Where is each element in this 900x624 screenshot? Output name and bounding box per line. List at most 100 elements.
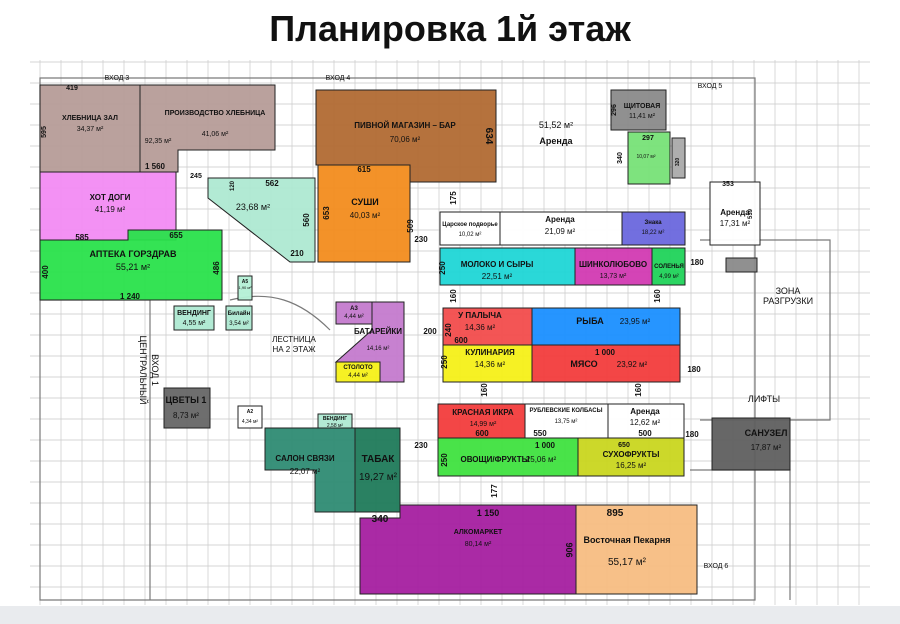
bottom-strip bbox=[0, 606, 900, 624]
room-name: Аренда bbox=[720, 208, 750, 217]
dimension-label: 895 bbox=[607, 508, 624, 519]
room-area: 14,36 м² bbox=[465, 323, 496, 332]
room-tabak bbox=[354, 427, 401, 513]
label-unload2: РАЗГРУЗКИ bbox=[763, 296, 813, 306]
room-name: Царское подворье bbox=[442, 222, 498, 228]
room-wc bbox=[711, 417, 791, 471]
dimension-label: 1 000 bbox=[595, 348, 616, 357]
dimension-label: 600 bbox=[475, 429, 489, 438]
room-fish bbox=[531, 307, 681, 346]
dimension-label: 340 bbox=[372, 514, 389, 525]
room-area: 41,06 м² bbox=[202, 131, 229, 138]
room-area: 55,17 м² bbox=[608, 557, 647, 568]
room-area: 23,95 м² bbox=[620, 317, 651, 326]
dimension-label: 250 bbox=[440, 355, 449, 369]
room-shape bbox=[39, 229, 223, 301]
room-name: АЛКОМАРКЕТ bbox=[454, 529, 503, 536]
dimension-label: 600 bbox=[454, 336, 468, 345]
room-area: 13,75 м² bbox=[555, 419, 578, 425]
room-shape bbox=[237, 275, 253, 301]
room-shape bbox=[575, 504, 698, 595]
dimension-label: 560 bbox=[302, 213, 311, 227]
room-shape bbox=[317, 164, 411, 263]
dimension-label: 296 bbox=[611, 104, 618, 116]
room-shape bbox=[711, 417, 791, 471]
room-name: У ПАЛЫЧА bbox=[458, 311, 502, 320]
room-area: 80,14 м² bbox=[465, 541, 492, 548]
room-shape bbox=[671, 137, 686, 179]
dimension-label: 160 bbox=[634, 383, 643, 397]
dimension-label: 250 bbox=[440, 453, 449, 467]
room-name: САНУЗЕЛ bbox=[745, 428, 788, 438]
room-bank bbox=[671, 137, 686, 179]
room-name: Восточная Пекарня bbox=[583, 535, 670, 545]
room-area: 21,09 м² bbox=[545, 227, 576, 236]
room-name: ОВОЩИ/ФРУКТЫ bbox=[461, 455, 530, 464]
dimension-label: 160 bbox=[480, 383, 489, 397]
room-name: Аренда bbox=[539, 136, 573, 146]
room-area: 14,16 м² bbox=[367, 346, 390, 352]
room-area: 4,34 м² bbox=[242, 419, 259, 425]
room-flowers bbox=[163, 387, 211, 429]
room-name: Билайн bbox=[228, 310, 251, 317]
room-name: А5 bbox=[242, 279, 249, 285]
room-area: 10,02 м² bbox=[459, 232, 482, 238]
room-name: СУХОФРУКТЫ bbox=[603, 450, 660, 459]
room-area: 4,44 м² bbox=[344, 314, 363, 320]
room-zavhoz bbox=[627, 131, 671, 185]
room-shape bbox=[237, 405, 263, 429]
room-name: ХЛЕБНИЦА ЗАЛ bbox=[62, 115, 118, 122]
room-shape bbox=[610, 89, 667, 131]
room-area: 4,99 м² bbox=[659, 274, 678, 280]
room-mint bbox=[207, 177, 316, 263]
room-area: 3,54 м² bbox=[229, 321, 248, 327]
room-area: 55,21 м² bbox=[116, 262, 150, 272]
label-entrance5: ВХОД 5 bbox=[698, 83, 723, 90]
dimension-label: 1 000 bbox=[535, 441, 556, 450]
dimension-label: 177 bbox=[490, 484, 499, 498]
room-shape bbox=[709, 181, 761, 246]
room-name: КУЛИНАРИЯ bbox=[465, 348, 515, 357]
room-a2 bbox=[237, 405, 263, 429]
dimension-label: 160 bbox=[449, 289, 458, 303]
room-area: 70,06 м² bbox=[390, 135, 421, 144]
room-area: 4,44 м² bbox=[348, 373, 367, 379]
room-name: Аренда bbox=[630, 407, 660, 416]
room-tsar bbox=[439, 211, 501, 246]
dimension-label: 906 bbox=[564, 542, 574, 557]
room-bakery-prod bbox=[139, 84, 276, 173]
room-sushi bbox=[317, 164, 411, 263]
label-stairs2: НА 2 ЭТАЖ bbox=[272, 345, 316, 354]
dimension-label: 180 bbox=[685, 430, 699, 439]
room-name: РУБЛЕВСКИЕ КОЛБАСЫ bbox=[530, 408, 603, 414]
room-shape bbox=[577, 437, 685, 477]
room-area: 1,90 м² bbox=[239, 285, 253, 290]
dimension-label: 230 bbox=[414, 441, 428, 450]
room-pharmacy bbox=[39, 229, 223, 301]
room-area: 22,07 м² bbox=[290, 467, 321, 476]
room-vending1 bbox=[173, 305, 215, 331]
label-entrance3: ВХОД 3 bbox=[105, 75, 130, 82]
room-znaka bbox=[621, 211, 686, 246]
room-name: КРАСНАЯ ИКРА bbox=[452, 408, 514, 417]
room-area: 14,99 м² bbox=[470, 421, 497, 428]
room-name: РЫБА bbox=[576, 316, 604, 326]
dimension-label: 160 bbox=[653, 289, 662, 303]
room-shape bbox=[359, 504, 577, 595]
dimension-label: 210 bbox=[290, 249, 304, 258]
room-shape bbox=[439, 211, 501, 246]
dimension-label: 585 bbox=[75, 233, 89, 242]
room-alco bbox=[359, 504, 577, 595]
room-area: 23,68 м² bbox=[236, 202, 270, 212]
dimension-label: 509 bbox=[406, 219, 415, 233]
room-name: А3 bbox=[350, 306, 358, 312]
dimension-label: 250 bbox=[438, 261, 447, 275]
room-shape bbox=[627, 131, 671, 185]
label-lifts: ЛИФТЫ bbox=[748, 394, 780, 404]
room-shape bbox=[335, 361, 381, 383]
room-name: САЛОН СВЯЗИ bbox=[275, 454, 334, 463]
dimension-label: 653 bbox=[322, 206, 331, 220]
room-name: ЩИТОВАЯ bbox=[624, 103, 661, 110]
room-name: ВЕНДИНГ bbox=[323, 416, 347, 422]
